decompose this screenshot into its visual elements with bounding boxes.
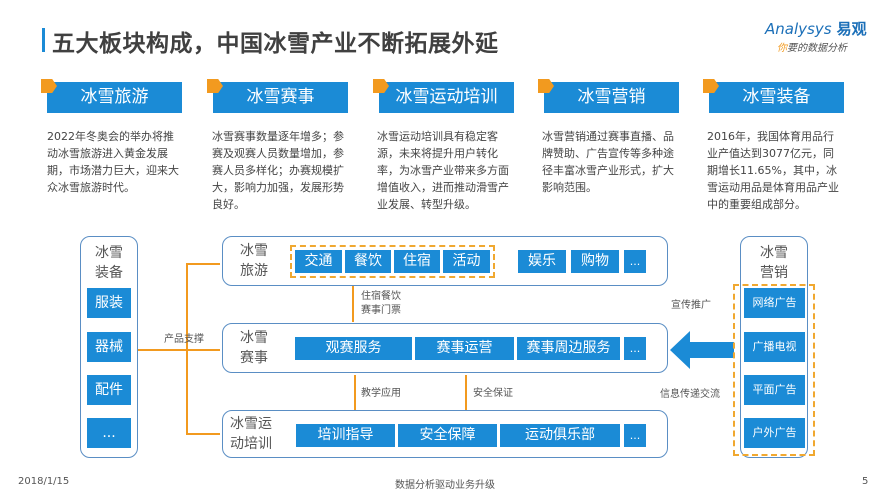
category-header-events: 冰雪赛事 bbox=[207, 79, 348, 113]
events-item: 赛事周边服务 bbox=[517, 337, 620, 360]
tourism-item: 活动 bbox=[443, 250, 490, 273]
label-safety: 安全保证 bbox=[473, 388, 513, 399]
marketing-item: 户外广告 bbox=[744, 418, 805, 448]
label-product-support: 产品支撑 bbox=[164, 334, 204, 345]
category-header-tourism: 冰雪旅游 bbox=[41, 79, 182, 113]
tourism-item: 娱乐 bbox=[518, 250, 566, 273]
connector-line bbox=[137, 349, 187, 351]
footer-date: 2018/1/15 bbox=[18, 476, 70, 487]
category-desc-training: 冰雪运动培训具有稳定客源，未来将提升用户转化率，为冰雪产业带来多方面增值收入，进… bbox=[377, 130, 509, 211]
training-item: ... bbox=[624, 424, 646, 447]
footer-center-text: 数据分析驱动业务升级 bbox=[395, 480, 495, 491]
tourism-item: ... bbox=[624, 250, 646, 273]
events-item: 观赛服务 bbox=[295, 337, 412, 360]
tourism-title: 冰雪旅游 bbox=[240, 243, 268, 279]
page-number: 5 bbox=[862, 476, 869, 487]
arrow-to-training bbox=[186, 433, 220, 435]
category-desc-equipment: 2016年，我国体育用品行业产值达到3077亿元，同期增长11.65%，其中，冰… bbox=[707, 130, 839, 211]
label-promotion: 宣传推广 bbox=[671, 300, 711, 311]
events-item: ... bbox=[624, 337, 646, 360]
marketing-item: 平面广告 bbox=[744, 375, 805, 405]
equipment-item: 器械 bbox=[87, 332, 131, 362]
arrow-training-to-events bbox=[354, 375, 356, 423]
tourism-item: 购物 bbox=[571, 250, 619, 273]
label-teaching: 教学应用 bbox=[361, 388, 401, 399]
marketing-item: 广播电视 bbox=[744, 332, 805, 362]
big-left-arrow-icon bbox=[670, 331, 734, 369]
equipment-item: ... bbox=[87, 418, 131, 448]
equipment-item: 配件 bbox=[87, 375, 131, 405]
tourism-highlight-dashed bbox=[290, 245, 495, 278]
equipment-item: 服装 bbox=[87, 288, 131, 318]
marketing-item: 网络广告 bbox=[744, 288, 805, 318]
category-header-equipment: 冰雪装备 bbox=[703, 79, 844, 113]
category-header-marketing: 冰雪营销 bbox=[538, 79, 679, 113]
category-desc-tourism: 2022年冬奥会的举办将推动冰雪旅游进入黄金发展期，市场潜力巨大，迎来大众冰雪旅… bbox=[47, 130, 179, 194]
marketing-dashed-group bbox=[733, 284, 815, 456]
title-accent-bar bbox=[42, 28, 45, 52]
training-title: 冰雪运动培训 bbox=[230, 416, 272, 452]
category-desc-events: 冰雪赛事数量逐年增多；参赛及观赛人员数量增加，参赛人员多样化；办赛规模扩大，影响… bbox=[212, 130, 344, 211]
events-title: 冰雪赛事 bbox=[240, 330, 268, 366]
arrow-safety bbox=[465, 375, 467, 423]
analysys-logo: Analysys 易观 你要的数据分析 bbox=[765, 20, 867, 54]
category-desc-marketing: 冰雪营销通过赛事直播、品牌赞助、广告宣传等多种途径丰富冰雪产业形式，扩大影响范围… bbox=[542, 130, 674, 194]
events-item: 赛事运营 bbox=[415, 337, 514, 360]
label-lodging: 住宿餐饮赛事门票 bbox=[361, 291, 401, 316]
tourism-item: 交通 bbox=[295, 250, 342, 273]
training-item: 运动俱乐部 bbox=[500, 424, 620, 447]
label-info-exchange: 信息传递交流 bbox=[660, 389, 720, 400]
arrow-to-events bbox=[186, 349, 220, 351]
training-item: 安全保障 bbox=[398, 424, 497, 447]
arrow-to-tourism bbox=[186, 263, 220, 265]
arrow-tourism-to-events bbox=[352, 278, 354, 322]
training-item: 培训指导 bbox=[296, 424, 395, 447]
category-header-training: 冰雪运动培训 bbox=[373, 79, 514, 113]
page-title: 五大板块构成，中国冰雪产业不断拓展外延 bbox=[52, 31, 499, 57]
tourism-item: 住宿 bbox=[394, 250, 440, 273]
tourism-item: 餐饮 bbox=[345, 250, 391, 273]
